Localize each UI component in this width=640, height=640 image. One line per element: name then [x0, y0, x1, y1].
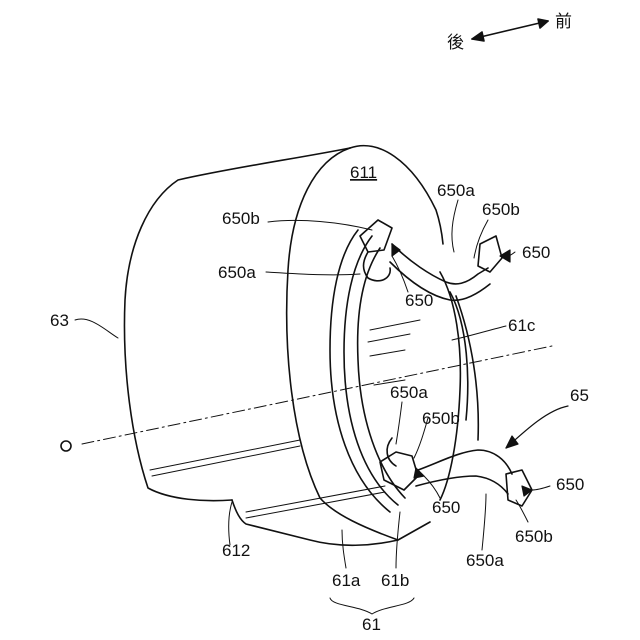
direction-rear-label: 後 — [447, 33, 464, 52]
label-650a-lower-mid: 650a — [390, 383, 428, 402]
upper-spring-clip — [360, 220, 502, 300]
label-650a-upper-right: 650a — [437, 181, 475, 200]
bearing-ring — [330, 230, 468, 512]
label-61a: 61a — [332, 571, 361, 590]
label-65: 65 — [570, 386, 589, 405]
label-61b: 61b — [381, 571, 409, 590]
direction-arrow — [472, 19, 548, 41]
pointer-arrows — [392, 244, 568, 496]
label-63: 63 — [50, 311, 69, 330]
label-612: 612 — [222, 541, 250, 560]
direction-front-label: 前 — [555, 12, 572, 31]
label-650b-lower-mid: 650b — [422, 409, 460, 428]
label-650a-lower-bottom: 650a — [466, 551, 504, 570]
label-650-upper-mid: 650 — [405, 291, 433, 310]
label-650-lower-right: 650 — [556, 475, 584, 494]
rear-drum — [124, 148, 350, 501]
label-650-upper-right: 650 — [522, 243, 550, 262]
axis-origin-marker — [61, 441, 71, 451]
label-650b-lower-right: 650b — [515, 527, 553, 546]
label-650-lower-mid: 650 — [432, 498, 460, 517]
label-650b-upper-left: 650b — [222, 209, 260, 228]
label-650a-upper-left: 650a — [218, 263, 256, 282]
front-flange — [232, 146, 478, 546]
label-650b-upper-right: 650b — [482, 200, 520, 219]
label-61c: 61c — [508, 316, 536, 335]
label-611: 611 — [350, 163, 377, 182]
center-axis — [82, 346, 552, 444]
label-61: 61 — [362, 615, 381, 634]
